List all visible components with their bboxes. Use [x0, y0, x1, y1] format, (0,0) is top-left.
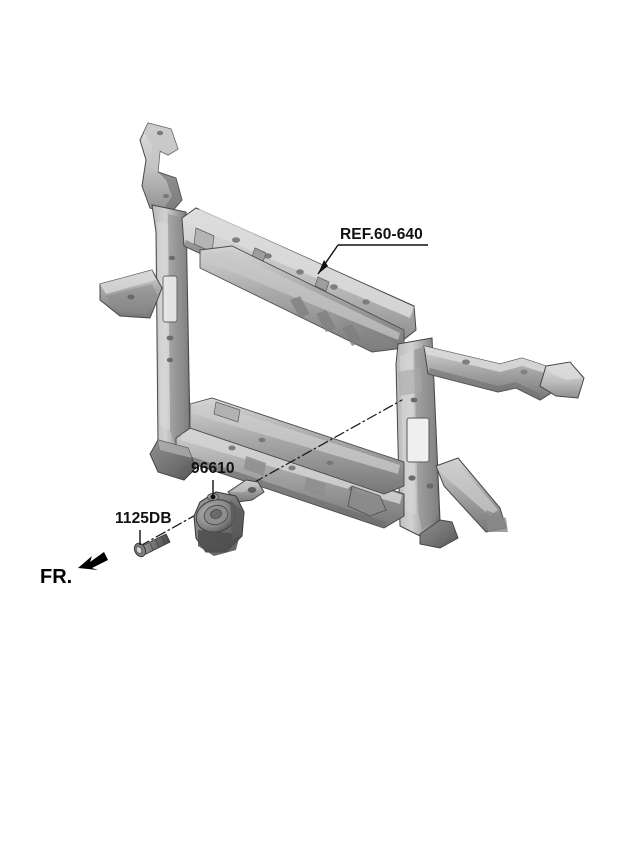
reference-leader-arrowhead: [318, 260, 328, 274]
bolt-part-label: 1125DB: [115, 510, 172, 527]
carrier-left-outrigger: [99, 269, 163, 319]
horn-leader-dot: [210, 494, 216, 500]
carrier-lower-crossmember: [189, 397, 405, 495]
orientation-label: FR.: [40, 566, 72, 588]
reference-label: REF.60-640: [340, 226, 423, 243]
orientation-marker: FR.: [40, 552, 108, 588]
bolt-label-group: 1125DB: [115, 510, 172, 545]
horn-part-label: 96610: [191, 460, 235, 477]
carrier-right-outrigger: [423, 345, 585, 401]
horn-label-group: 96610: [191, 460, 235, 500]
assembly-reference-line: [139, 399, 403, 547]
reference-label-group: REF.60-640: [317, 226, 428, 275]
carrier-right-post: [395, 337, 441, 537]
front-end-carrier: [99, 122, 585, 549]
horn-assembly: [193, 479, 265, 556]
carrier-lower-rail: [175, 423, 405, 529]
carrier-left-foot: [149, 439, 197, 481]
carrier-left-stub: [347, 485, 387, 517]
carrier-right-foot: [419, 457, 508, 549]
front-direction-arrow-icon: [78, 552, 108, 570]
flange-bolt: [133, 533, 171, 558]
carrier-left-tower: [139, 122, 183, 215]
carrier-left-post: [151, 204, 191, 453]
